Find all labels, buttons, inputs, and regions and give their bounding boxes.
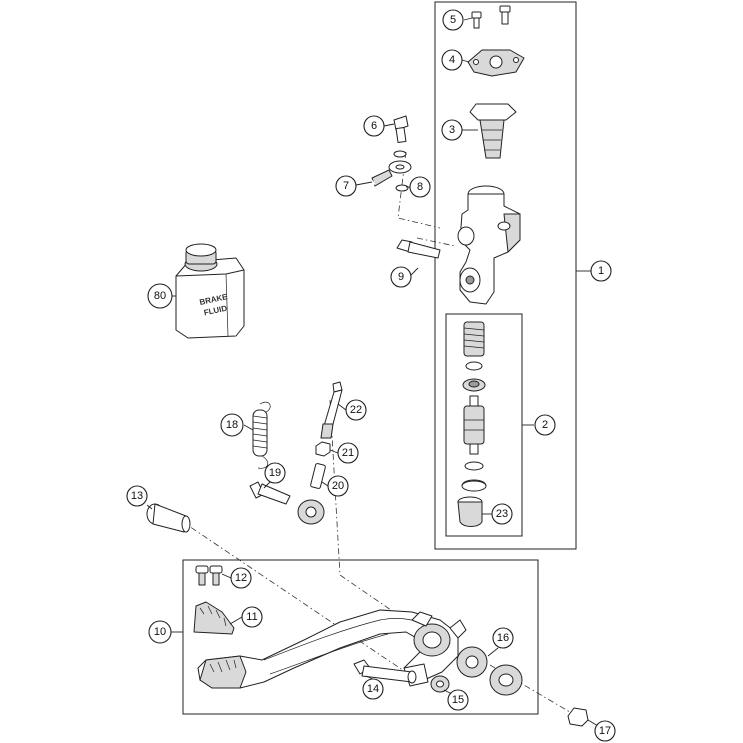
callout-15[interactable]: 15 (447, 689, 469, 711)
callout-22[interactable]: 22 (345, 399, 367, 421)
callout-13-number: 13 (131, 490, 143, 502)
callout-15-number: 15 (452, 694, 464, 706)
callout-10-number: 10 (154, 626, 166, 638)
brake-line-7 (351, 160, 412, 241)
brake-pedal-10 (197, 609, 467, 689)
callout-19-number: 19 (269, 467, 281, 479)
pivot-pin-13 (146, 503, 191, 533)
leader-5 (463, 17, 473, 21)
master-cylinder-assembly-box (434, 1, 577, 550)
leader-16 (487, 647, 499, 657)
leader-9 (409, 267, 419, 277)
callout-11[interactable]: 11 (241, 606, 263, 628)
callout-7[interactable]: 7 (335, 175, 357, 197)
callout-12-number: 12 (235, 572, 247, 584)
leader-6 (383, 123, 395, 127)
pedal-tip-11 (193, 601, 235, 635)
callout-9-number: 9 (398, 271, 404, 283)
callout-23[interactable]: 23 (491, 503, 513, 525)
callout-8[interactable]: 8 (409, 176, 431, 198)
callout-21[interactable]: 21 (337, 442, 359, 464)
leader-18 (243, 424, 254, 431)
callout-4-number: 4 (449, 54, 455, 66)
callout-80-number: 80 (154, 290, 166, 302)
callout-16-number: 16 (497, 632, 509, 644)
leader-11 (229, 616, 243, 625)
callout-2-number: 2 (542, 419, 548, 431)
leader-13 (146, 504, 153, 510)
brake-pedal-assembly-box (182, 559, 539, 715)
repair-kit-2 (461, 321, 487, 492)
callout-3[interactable]: 3 (441, 119, 463, 141)
callout-8-number: 8 (417, 181, 423, 193)
leader-7 (355, 181, 373, 186)
callout-80[interactable]: 80 (147, 283, 173, 309)
callout-13[interactable]: 13 (126, 485, 148, 507)
callout-7-number: 7 (343, 180, 349, 192)
screw-5 (471, 5, 511, 29)
callout-20-number: 20 (332, 480, 344, 492)
seal-ring-8 (393, 150, 409, 192)
centerline-bolt-9 (416, 237, 456, 247)
caps-12 (195, 565, 223, 586)
callout-18-number: 18 (226, 419, 238, 431)
callout-1[interactable]: 1 (590, 260, 612, 282)
brake-fluid-bottle-80: BRAKE FLUID (175, 243, 245, 339)
callout-23-number: 23 (496, 508, 508, 520)
leader-22 (337, 403, 347, 411)
callout-9[interactable]: 9 (390, 266, 412, 288)
master-cylinder-body-1 (457, 185, 521, 305)
callout-18[interactable]: 18 (220, 413, 244, 437)
callout-6-number: 6 (371, 120, 377, 132)
callout-4[interactable]: 4 (441, 49, 463, 71)
callout-17[interactable]: 17 (594, 720, 616, 742)
centerline-line-fitting (397, 151, 441, 229)
callout-19[interactable]: 19 (264, 462, 286, 484)
clevis-20 (297, 463, 326, 525)
washer-15 (430, 675, 450, 693)
callout-3-number: 3 (449, 124, 455, 136)
callout-1-number: 1 (598, 265, 604, 277)
bearing-16 (456, 646, 523, 696)
return-spring-18 (252, 401, 271, 469)
callout-16[interactable]: 16 (492, 627, 514, 649)
callout-14[interactable]: 14 (362, 678, 384, 700)
nut-17 (567, 707, 589, 727)
callout-21-number: 21 (342, 447, 354, 459)
callout-14-number: 14 (367, 683, 379, 695)
callout-6[interactable]: 6 (363, 115, 385, 137)
push-rod-22 (320, 381, 343, 439)
centerline-pushrod (329, 399, 421, 631)
centerline-pivot (179, 519, 411, 676)
leader-12 (221, 573, 232, 579)
banjo-bolt-6 (393, 115, 409, 143)
callout-10[interactable]: 10 (148, 620, 172, 644)
callout-11-number: 11 (246, 611, 257, 623)
leader-19 (263, 481, 271, 489)
pin-14 (353, 659, 417, 684)
callout-20[interactable]: 20 (327, 475, 349, 497)
diaphragm-3 (469, 103, 517, 159)
dust-boot-23 (457, 496, 483, 527)
reservoir-cap-4 (467, 49, 525, 77)
callout-12[interactable]: 12 (230, 567, 252, 589)
leader-4 (461, 59, 470, 63)
leader-21 (329, 449, 339, 454)
callout-2[interactable]: 2 (534, 414, 556, 436)
callout-22-number: 22 (350, 404, 362, 416)
callout-5[interactable]: 5 (442, 9, 464, 31)
nut-21 (315, 441, 331, 457)
bolt-19 (249, 481, 291, 505)
callout-17-number: 17 (599, 725, 611, 737)
leader-20 (321, 481, 329, 487)
bolt-9 (396, 239, 441, 259)
callout-5-number: 5 (450, 14, 456, 26)
